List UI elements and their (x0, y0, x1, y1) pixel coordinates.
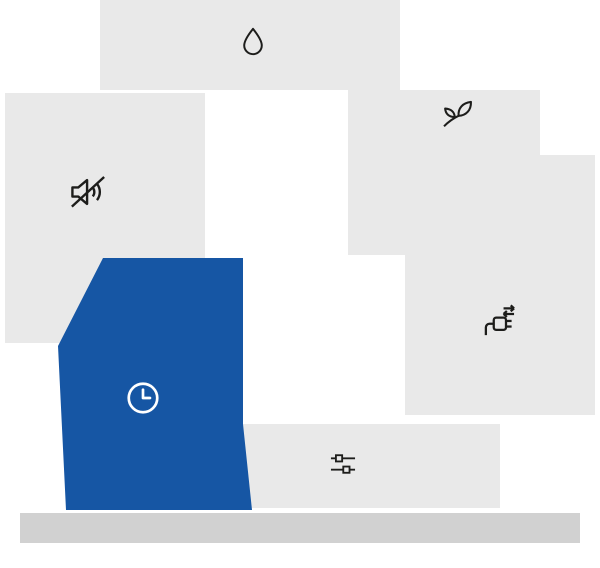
clock-icon (124, 379, 162, 417)
leaf-icon (438, 94, 476, 132)
tile-water[interactable] (100, 0, 400, 90)
footer-bar (20, 513, 580, 543)
speaker-muted-icon (66, 170, 110, 214)
tile-settings[interactable] (210, 424, 500, 508)
droplet-icon (236, 25, 270, 59)
tile-power[interactable] (405, 155, 595, 415)
plug-swap-icon (478, 301, 520, 343)
sliders-icon (326, 447, 360, 481)
tile-timer-accent[interactable] (58, 258, 252, 510)
